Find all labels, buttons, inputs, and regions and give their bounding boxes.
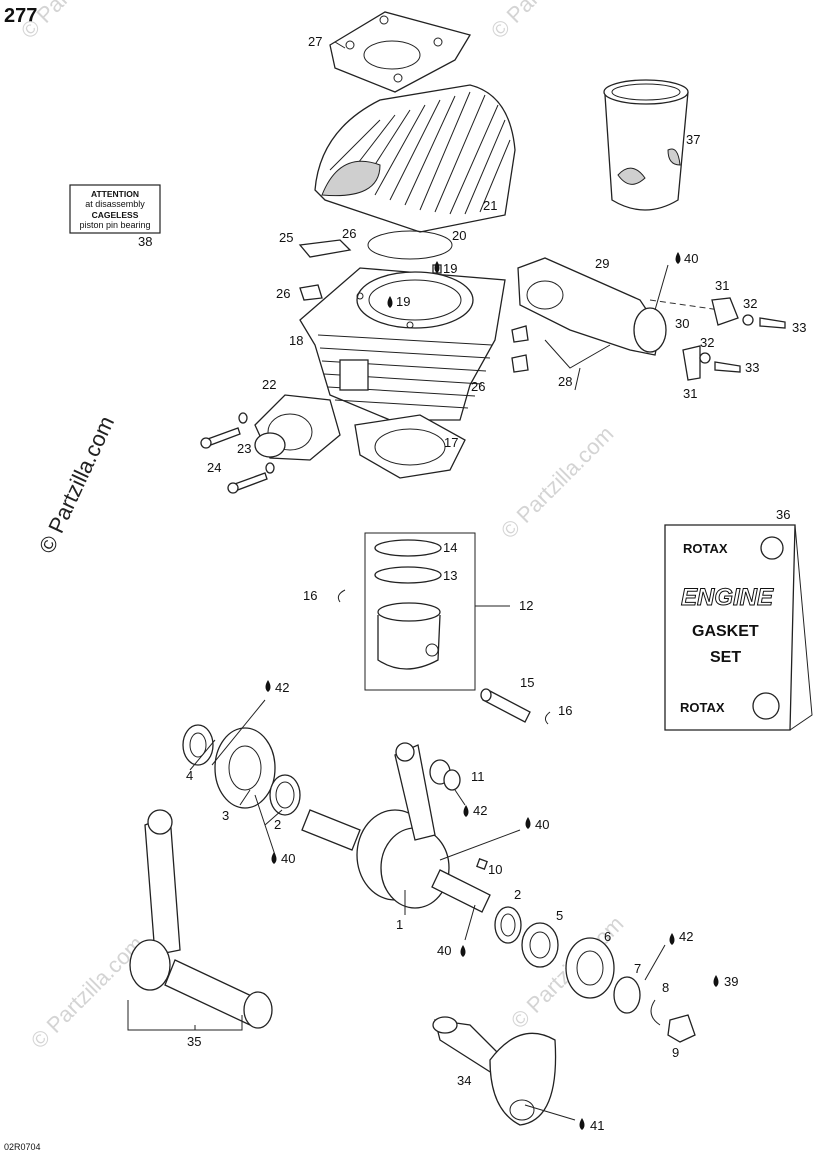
callout-1: 1 <box>396 917 403 932</box>
callout-9: 9 <box>672 1045 679 1060</box>
callout-41: 41 <box>590 1118 604 1133</box>
watermark-main: © Partzilla.com <box>34 412 119 557</box>
callout-26b: 26 <box>276 286 290 301</box>
callout-32a: 32 <box>743 296 757 311</box>
callout-21: 21 <box>483 198 497 213</box>
callout-33b: 33 <box>745 360 759 375</box>
intake-manifold-part <box>254 394 341 461</box>
callout-42a: 42 <box>275 680 289 695</box>
callout-29: 29 <box>595 256 609 271</box>
crank-half-part <box>432 1016 557 1126</box>
callout-36: 36 <box>776 507 790 522</box>
callout-11: 11 <box>471 769 485 784</box>
callout-labels: 27 37 21 38 25 26 20 19 29 40 26 19 31 3… <box>138 34 806 1133</box>
callout-8: 8 <box>662 980 669 995</box>
crankshaft-part <box>301 742 491 913</box>
watermark-faint: © Partzilla.com <box>26 931 149 1054</box>
callout-2a: 2 <box>274 817 281 832</box>
callout-32b: 32 <box>700 335 714 350</box>
watermark-faint: © Partzilla.com <box>496 421 619 544</box>
page-number: 277 <box>4 5 37 27</box>
watermark-faint: © Partzilla.com <box>16 0 139 44</box>
callout-15: 15 <box>520 675 534 690</box>
callout-7: 7 <box>634 961 641 976</box>
piston-group-part <box>364 532 510 691</box>
leader-lines <box>189 41 669 1121</box>
gasket-set-title: ENGINE <box>681 584 774 611</box>
callout-40b: 40 <box>535 817 549 832</box>
callout-6: 6 <box>604 929 611 944</box>
callout-5: 5 <box>556 908 563 923</box>
exhaust-hardware-part <box>649 297 786 381</box>
callout-30: 30 <box>675 316 689 331</box>
callout-20: 20 <box>452 228 466 243</box>
callout-40c: 40 <box>281 851 295 866</box>
callout-31b: 31 <box>683 386 697 401</box>
callout-38: 38 <box>138 234 152 249</box>
callout-28: 28 <box>558 374 572 389</box>
callout-33a: 33 <box>792 320 806 335</box>
callout-17: 17 <box>444 435 458 450</box>
callout-19b: 19 <box>396 294 410 309</box>
callout-16a: 16 <box>303 588 317 603</box>
right-bearings-part <box>494 906 696 1043</box>
callout-26a: 26 <box>342 226 356 241</box>
callout-27: 27 <box>308 34 322 49</box>
base-gasket-part <box>354 414 466 479</box>
connecting-rod-part <box>127 809 273 1031</box>
attention-line-2: at disassembly <box>85 199 145 209</box>
gasket-set-line-1: GASKET <box>692 623 759 640</box>
gasket-set-brand-top: ROTAX <box>683 541 728 556</box>
callout-42c: 42 <box>679 929 693 944</box>
callout-4: 4 <box>186 768 193 783</box>
attention-line-1: ATTENTION <box>91 189 139 199</box>
callout-24: 24 <box>207 460 221 475</box>
callout-37: 37 <box>686 132 700 147</box>
callout-26c: 26 <box>471 379 485 394</box>
callout-18: 18 <box>289 333 303 348</box>
callout-10: 10 <box>488 862 502 877</box>
callout-19a: 19 <box>443 261 457 276</box>
callout-40a: 40 <box>684 251 698 266</box>
gasket-set-package: ROTAX ENGINE GASKET SET ROTAX <box>664 524 813 731</box>
callout-42b: 42 <box>473 803 487 818</box>
gasket-set-brand-bottom: ROTAX <box>680 700 725 715</box>
watermark-faint: © Partzilla.com <box>486 0 609 44</box>
callout-14: 14 <box>443 540 457 555</box>
needle-bearing-part <box>429 759 461 791</box>
callout-22: 22 <box>262 377 276 392</box>
callout-12: 12 <box>519 598 533 613</box>
cylinder-sleeve-part <box>603 79 689 211</box>
callout-2b: 2 <box>514 887 521 902</box>
callout-35: 35 <box>187 1034 201 1049</box>
callout-16b: 16 <box>558 703 572 718</box>
callout-23: 23 <box>237 441 251 456</box>
gasket-set-line-2: SET <box>710 649 741 666</box>
callout-3: 3 <box>222 808 229 823</box>
callout-39: 39 <box>724 974 738 989</box>
callout-13: 13 <box>443 568 457 583</box>
head-gasket-part <box>329 11 471 93</box>
cylinder-part <box>299 267 506 421</box>
callout-25: 25 <box>279 230 293 245</box>
manifold-screws-part <box>200 412 275 494</box>
attention-line-3: CAGELESS <box>92 210 139 220</box>
callout-31a: 31 <box>715 278 729 293</box>
page-code: 02R0704 <box>4 1142 41 1152</box>
callout-40d: 40 <box>437 943 451 958</box>
exhaust-socket-part <box>517 257 667 369</box>
left-bearings-part <box>182 724 301 816</box>
attention-line-4: piston pin bearing <box>79 220 150 230</box>
piston-pin-part <box>337 589 551 725</box>
cylinder-head-part <box>314 84 516 233</box>
callout-34: 34 <box>457 1073 471 1088</box>
oil-drop-markers <box>265 252 719 1130</box>
attention-sticker: ATTENTION at disassembly CAGELESS piston… <box>69 184 161 234</box>
